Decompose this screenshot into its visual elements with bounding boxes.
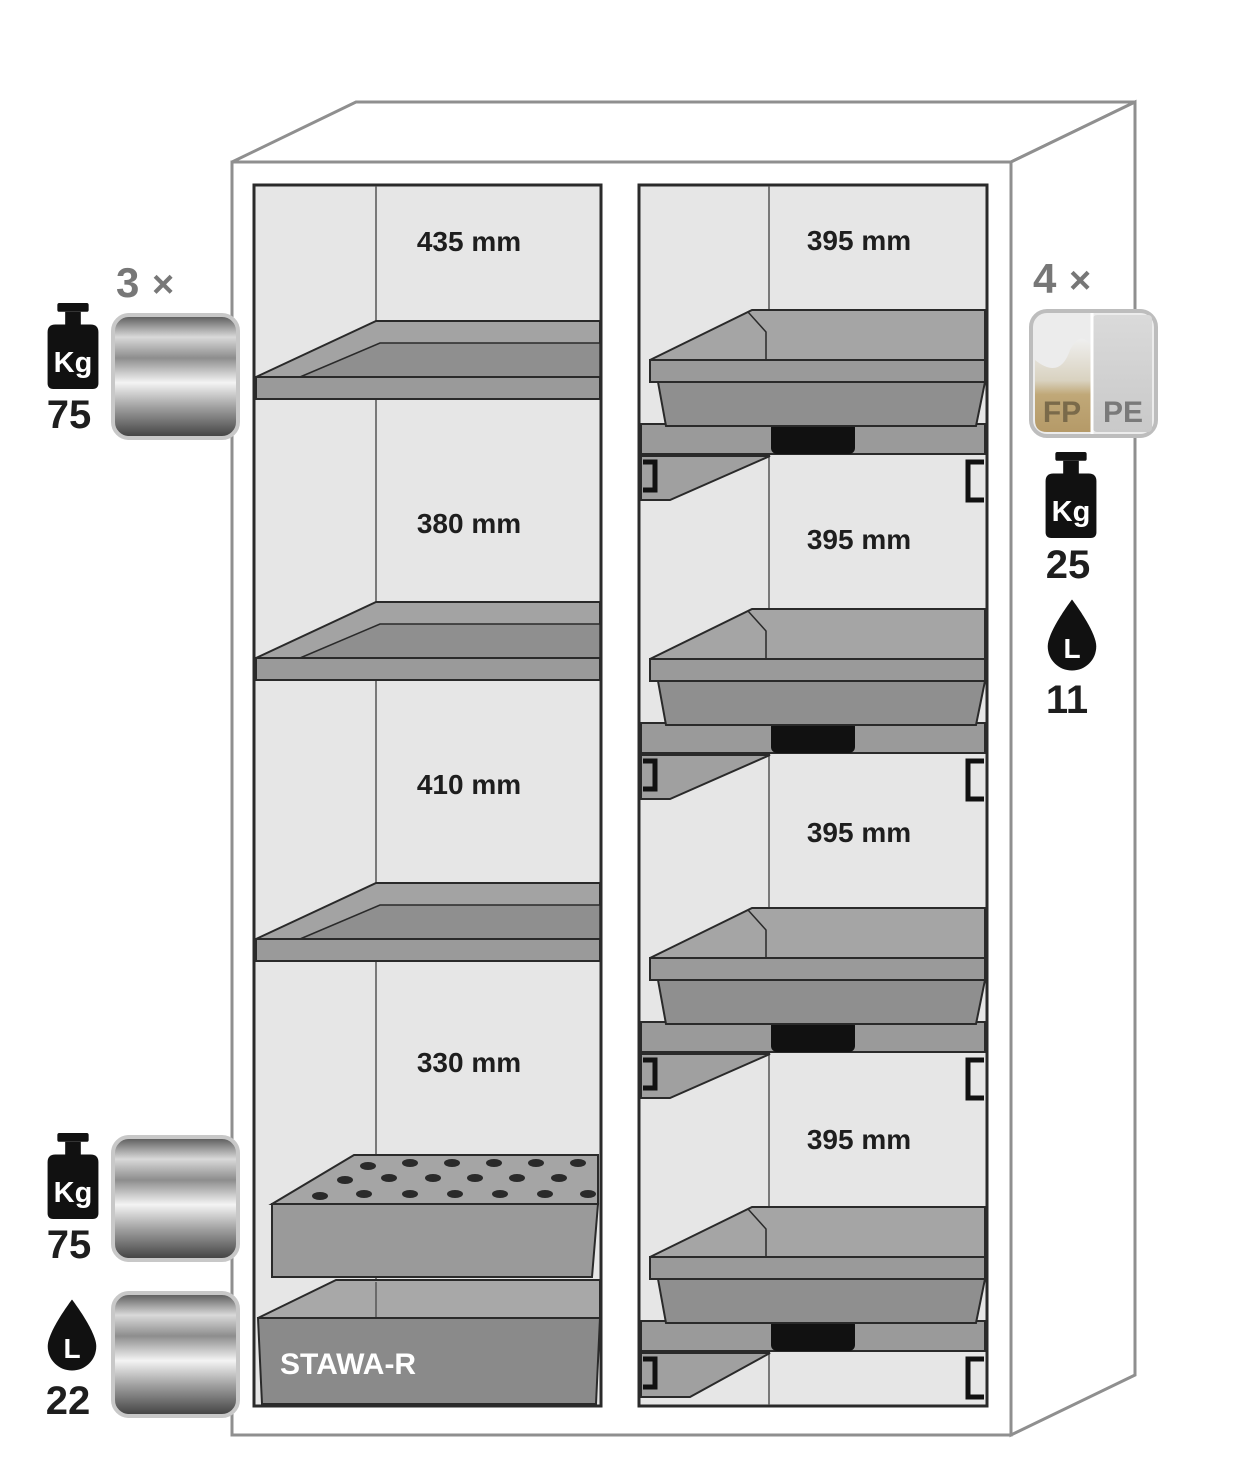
right-tray-spec: 4 × FP PE Kg 25 L 11 xyxy=(1029,255,1158,722)
left-compartment xyxy=(252,183,603,1408)
weight-icon: Kg xyxy=(1045,452,1097,539)
right-height-label-2: 395 mm xyxy=(807,524,911,555)
right-compartment xyxy=(637,183,989,1408)
left-height-label-1: 435 mm xyxy=(417,226,521,257)
right-height-label-4: 395 mm xyxy=(807,1124,911,1155)
steel-shelf-swatch-icon xyxy=(111,313,240,440)
pull-out-tray-2[interactable] xyxy=(640,608,987,802)
weight-unit: Kg xyxy=(54,1177,93,1209)
shelf-quantity: 3 xyxy=(116,259,139,306)
weight-icon: Kg xyxy=(47,303,99,390)
left-shelf-1[interactable] xyxy=(255,320,601,400)
left-height-label-3: 410 mm xyxy=(417,769,521,800)
sump-volume-value: 22 xyxy=(46,1379,91,1423)
steel-sump-swatch-icon xyxy=(111,1291,240,1418)
volume-unit: L xyxy=(63,1333,80,1364)
pull-out-tray-3[interactable] xyxy=(640,907,987,1101)
weight-unit: Kg xyxy=(1052,496,1091,528)
tray-volume-value: 11 xyxy=(1046,678,1088,722)
right-height-label-3: 395 mm xyxy=(807,817,911,848)
left-height-label-4: 330 mm xyxy=(417,1047,521,1078)
liquid-drop-icon: L xyxy=(47,1299,97,1371)
material-fp-label: FP xyxy=(1043,396,1081,429)
pull-out-tray-1[interactable] xyxy=(640,309,987,503)
material-swatch-icon: FP PE xyxy=(1029,309,1158,438)
left-shelf-spec: 3 × Kg 75 xyxy=(47,259,240,440)
pull-out-tray-4[interactable] xyxy=(640,1206,987,1400)
material-pe-label: PE xyxy=(1103,396,1143,429)
insert-holes xyxy=(312,1159,596,1200)
left-shelf-3[interactable] xyxy=(255,882,601,962)
volume-unit: L xyxy=(1063,633,1080,664)
left-shelf-2[interactable] xyxy=(255,601,601,681)
tray-multiply-sign: × xyxy=(1069,260,1091,302)
sump-label: STAWA-R xyxy=(280,1348,416,1381)
tray-quantity: 4 xyxy=(1033,255,1057,302)
shelf-load-value: 75 xyxy=(47,393,92,437)
liquid-drop-icon: L xyxy=(1047,599,1097,671)
tray-load-value: 25 xyxy=(1046,543,1091,587)
cabinet-top-face xyxy=(231,100,1136,164)
left-bottom-spec: Kg 75 L 22 xyxy=(46,1133,240,1423)
weight-icon: Kg xyxy=(47,1133,99,1220)
left-height-label-2: 380 mm xyxy=(417,508,521,539)
bottom-load-value: 75 xyxy=(47,1223,92,1267)
weight-unit: Kg xyxy=(54,347,93,379)
shelf-multiply-sign: × xyxy=(152,264,174,306)
right-height-label-1: 395 mm xyxy=(807,225,911,256)
bottom-sump-tray[interactable] xyxy=(256,1279,602,1405)
perforated-insert[interactable] xyxy=(268,1154,600,1278)
steel-insert-swatch-icon xyxy=(111,1135,240,1262)
